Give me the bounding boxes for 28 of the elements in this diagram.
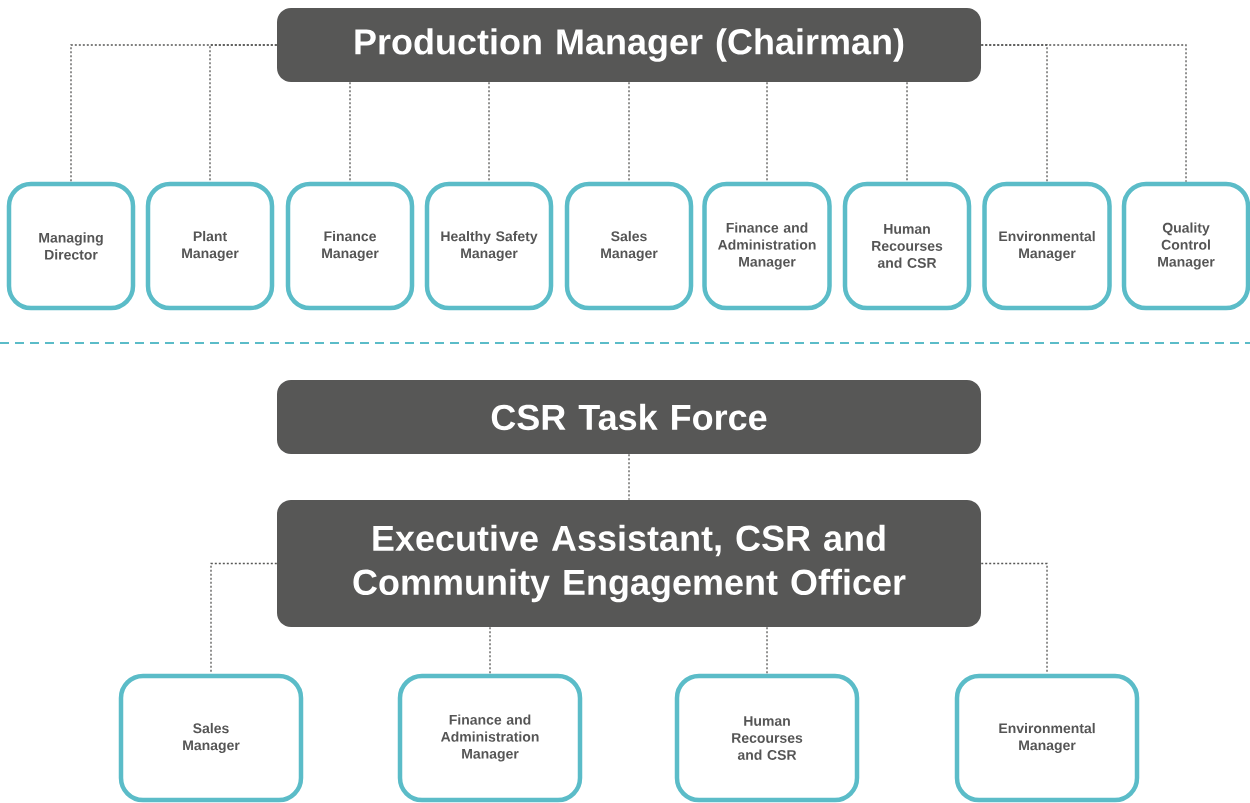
connector-line [980, 562, 1048, 675]
title-box: CSR Task Force [277, 380, 981, 454]
connector-line [980, 44, 1187, 183]
connector-line [628, 81, 630, 183]
role-box: Finance Manager [285, 181, 415, 311]
role-box: Managing Director [6, 181, 136, 311]
connector-line [628, 453, 630, 501]
role-box: Environmental Manager [954, 673, 1140, 803]
connector-line [766, 81, 768, 183]
role-box: Environmental Manager [982, 181, 1112, 311]
role-box: Quality Control Manager [1121, 181, 1250, 311]
role-box: Human Recourses and CSR [842, 181, 972, 311]
role-box: Finance and Administration Manager [397, 673, 583, 803]
connector-line [210, 562, 278, 675]
connector-line [349, 81, 351, 183]
role-box: Healthy Safety Manager [424, 181, 554, 311]
role-box: Sales Manager [564, 181, 694, 311]
connector-line [488, 81, 490, 183]
role-box: Finance and Administration Manager [702, 181, 832, 311]
role-box: Sales Manager [118, 673, 304, 803]
title-box: Executive Assistant, CSR and Community Engagement Officer [277, 500, 981, 627]
role-box: Plant Manager [145, 181, 275, 311]
connector-line [906, 81, 908, 183]
role-box: Human Recourses and CSR [674, 673, 860, 803]
connector-line [489, 626, 491, 675]
connector-line [766, 626, 768, 675]
title-box: Production Manager (Chairman) [277, 8, 981, 82]
connector-line [209, 44, 278, 183]
